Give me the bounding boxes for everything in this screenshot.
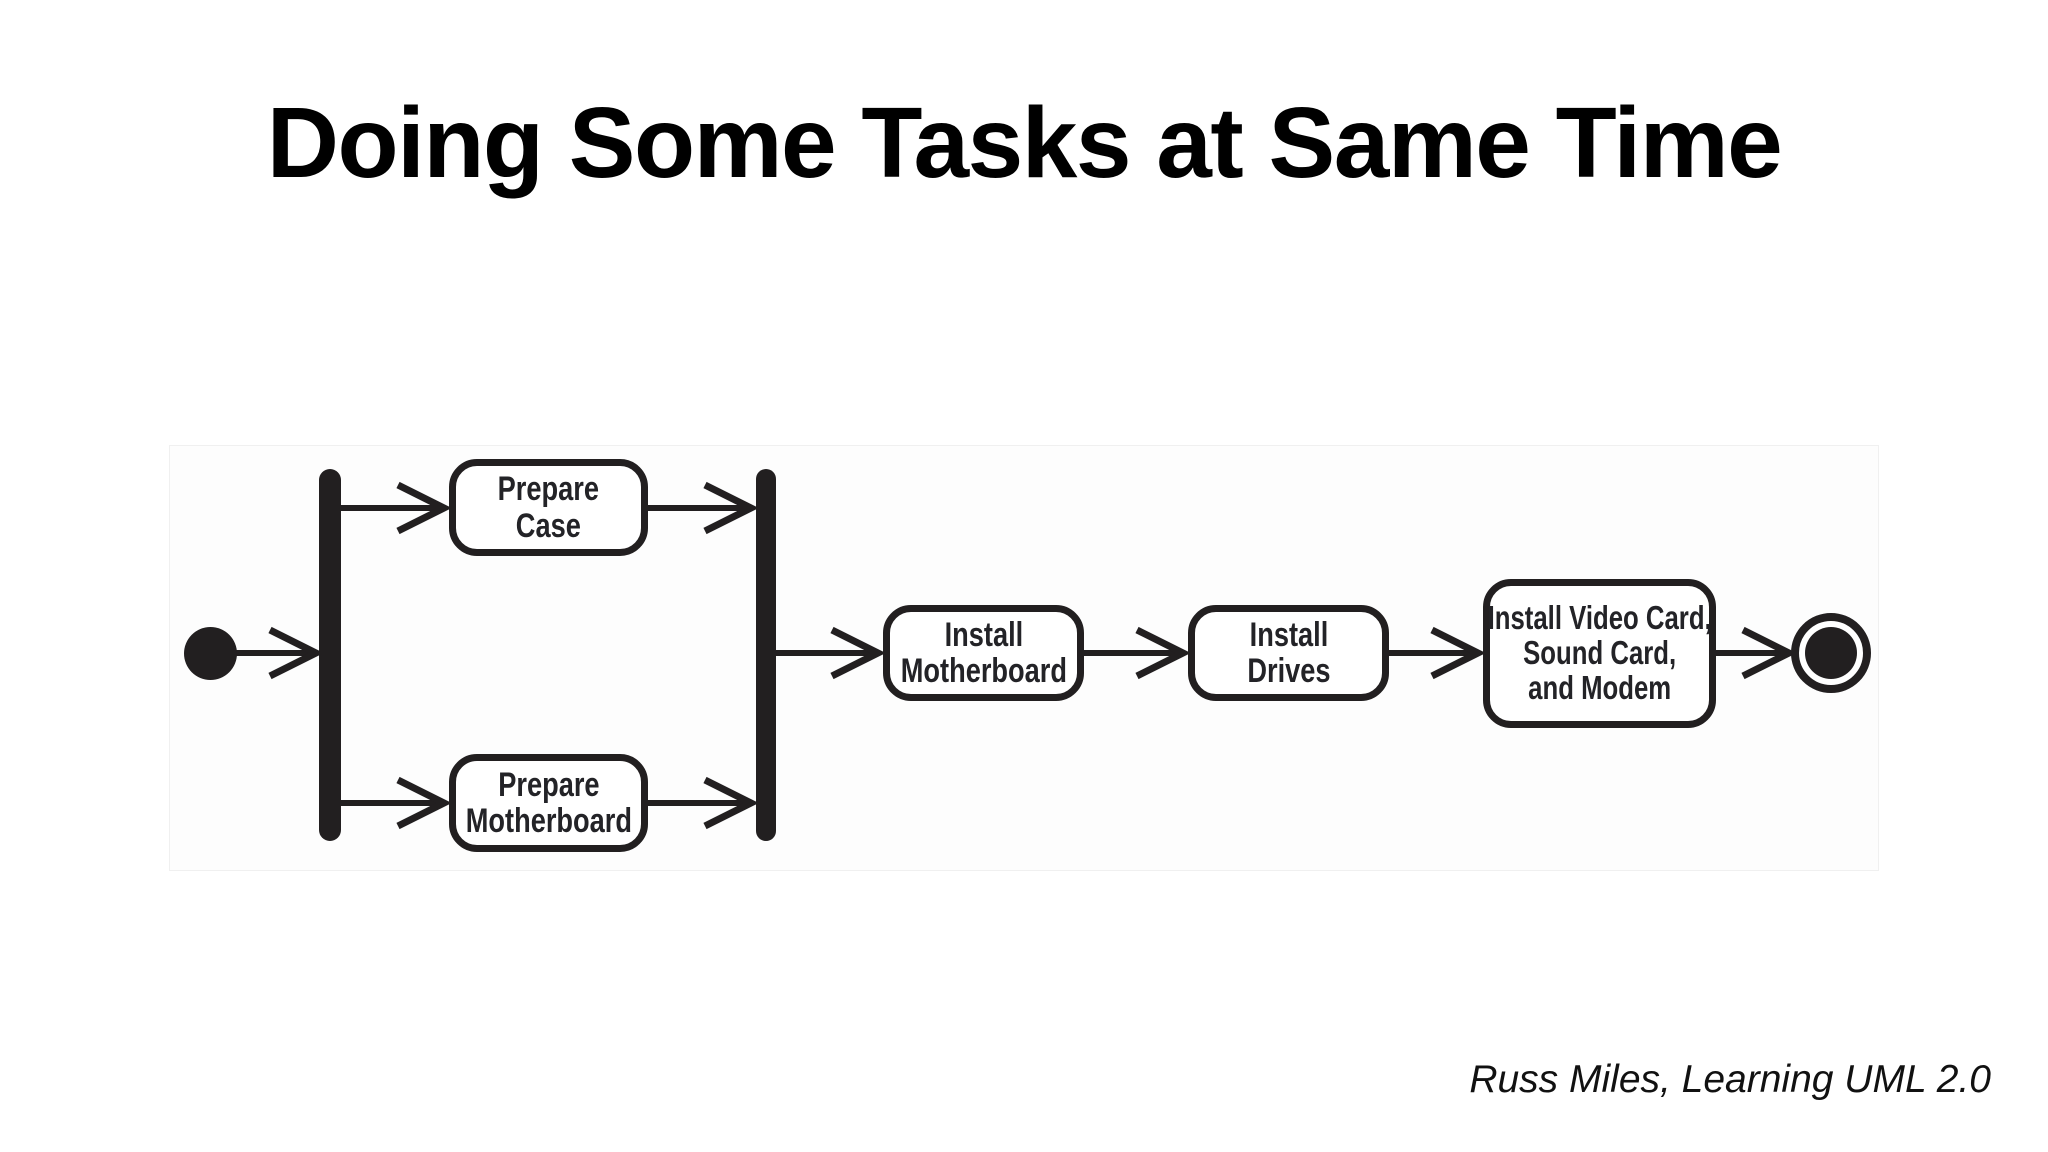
arrowhead-install-motherboard-to-install-drives bbox=[1135, 626, 1191, 680]
page-title: Doing Some Tasks at Same Time bbox=[266, 87, 1783, 199]
join-bar bbox=[756, 469, 776, 841]
arrowhead-install-video-to-final bbox=[1741, 626, 1797, 680]
action-prepare-motherboard: Prepare Motherboard bbox=[449, 754, 648, 852]
activity-diagram-panel: Prepare Case Prepare Motherboard Install… bbox=[169, 445, 1879, 871]
flow-arrows bbox=[236, 481, 1797, 830]
action-label: Prepare Case bbox=[497, 470, 600, 545]
action-label: Install Motherboard bbox=[900, 615, 1067, 690]
action-label: Install Video Card, Sound Card, and Mode… bbox=[1487, 599, 1712, 706]
action-install-motherboard: Install Motherboard bbox=[883, 605, 1084, 701]
arrowhead-prepare-case-to-join bbox=[703, 481, 759, 535]
action-install-video-card-sound-card-modem: Install Video Card, Sound Card, and Mode… bbox=[1483, 579, 1716, 728]
arrowhead-fork-to-prepare-motherboard bbox=[396, 776, 452, 830]
arrowhead-initial-to-fork bbox=[268, 626, 324, 680]
arrowhead-fork-to-prepare-case bbox=[396, 481, 452, 535]
arrowhead-install-drives-to-install-video bbox=[1430, 626, 1486, 680]
arrowhead-join-to-install-motherboard bbox=[830, 626, 886, 680]
action-label: Prepare Motherboard bbox=[465, 765, 632, 840]
action-label: Install Drives bbox=[1246, 615, 1331, 690]
action-prepare-case: Prepare Case bbox=[449, 459, 648, 556]
attribution-text: Russ Miles, Learning UML 2.0 bbox=[1469, 1058, 1991, 1101]
initial-state-node bbox=[184, 627, 237, 680]
final-state-inner-dot bbox=[1805, 627, 1857, 679]
action-install-drives: Install Drives bbox=[1188, 605, 1389, 701]
final-state-node bbox=[1791, 613, 1871, 693]
fork-bar bbox=[319, 469, 341, 841]
arrowhead-prepare-motherboard-to-join bbox=[703, 776, 759, 830]
